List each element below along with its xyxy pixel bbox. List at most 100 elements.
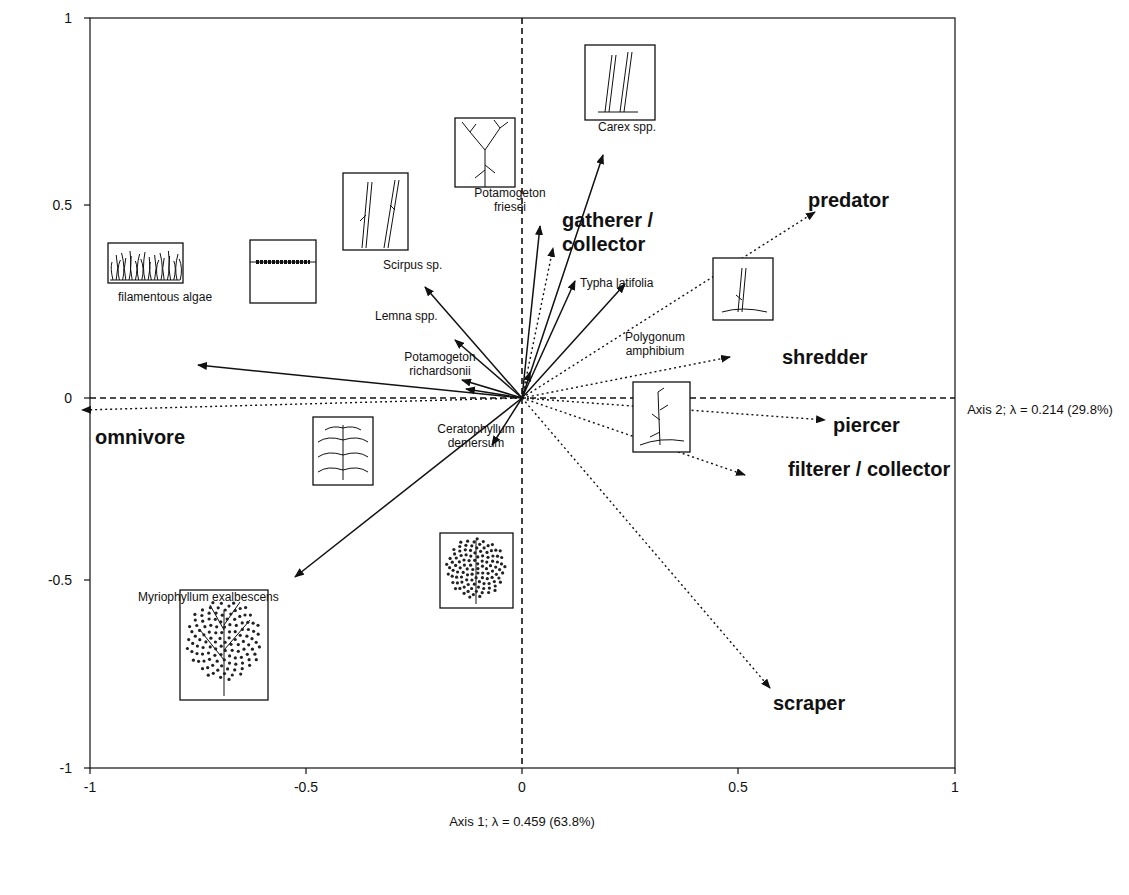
leaf-texture [234, 663, 237, 666]
leaf-texture [495, 573, 498, 576]
leaf-texture [219, 620, 222, 623]
leaf-texture [247, 628, 250, 631]
leaf-texture [224, 649, 227, 652]
leaf-texture [204, 640, 207, 643]
group-label: omnivore [95, 425, 185, 449]
leaf-texture [209, 637, 212, 640]
leaf-texture [465, 553, 468, 556]
leaf-texture [476, 555, 479, 558]
species-label: Potamogeton friesei [465, 186, 555, 215]
tick-label: 0.5 [728, 779, 747, 796]
species-label: Ceratophyllum demersum [426, 422, 526, 451]
leaf-texture [491, 576, 494, 579]
leaf-texture [246, 621, 249, 624]
leaf-texture [187, 638, 190, 641]
axis-title: Axis 2; λ = 0.214 (29.8%) [965, 402, 1115, 418]
leaf-texture [220, 645, 223, 648]
leaf-texture [228, 623, 231, 626]
leaf-texture [454, 587, 457, 590]
leaf-texture [241, 662, 244, 665]
leaf-texture [472, 593, 475, 596]
leaf-texture [476, 567, 479, 570]
group-label: gatherer / collector [562, 208, 677, 256]
leaf-texture [475, 590, 478, 593]
leaf-texture [473, 583, 476, 586]
leaf-texture [491, 554, 494, 557]
leaf-texture [190, 630, 193, 633]
tick-label: 0 [64, 390, 72, 407]
leaf-texture [250, 637, 253, 640]
leaf-texture [218, 637, 221, 640]
leaf-texture [497, 576, 500, 579]
leaf-texture [458, 560, 461, 563]
leaf-texture [241, 628, 244, 631]
leaf-texture [229, 612, 232, 615]
leaf-texture [496, 560, 499, 563]
leaf-texture [476, 537, 479, 540]
leaf-texture [485, 567, 488, 570]
leaf-texture [493, 589, 496, 592]
leaf-texture [487, 544, 490, 547]
leaf-texture [481, 565, 484, 568]
leaf-texture [212, 672, 215, 675]
leaf-texture [479, 550, 482, 553]
axis-title: Axis 1; λ = 0.459 (63.8%) [447, 814, 597, 830]
leaf-texture [491, 570, 494, 573]
leaf-texture [198, 638, 201, 641]
leaf-texture [459, 566, 462, 569]
leaf-texture [470, 578, 473, 581]
leaf-texture [481, 560, 484, 563]
leaf-texture [242, 648, 245, 651]
leaf-texture [194, 635, 197, 638]
leaf-texture [449, 557, 452, 560]
leaf-texture [258, 645, 261, 648]
leaf-texture [494, 566, 497, 569]
leaf-texture [463, 592, 466, 595]
leaf-texture [239, 607, 242, 610]
leaf-texture [499, 549, 502, 552]
leaf-texture [223, 626, 226, 629]
leaf-texture [214, 647, 217, 650]
leaf-texture [226, 618, 229, 621]
leaf-texture [208, 612, 211, 615]
leaf-texture [231, 649, 234, 652]
leaf-texture [229, 643, 232, 646]
leaf-texture [186, 647, 189, 650]
leaf-texture [228, 630, 231, 633]
leaf-texture [467, 590, 470, 593]
leaf-texture [238, 615, 241, 618]
leaf-texture [487, 591, 490, 594]
leaf-texture [473, 551, 476, 554]
leaf-texture [503, 565, 506, 568]
leaf-texture [226, 667, 229, 670]
leaf-texture [247, 643, 250, 646]
leaf-texture [460, 554, 463, 557]
leaf-texture [494, 584, 497, 587]
leaf-texture [239, 634, 242, 637]
leaf-texture [488, 582, 491, 585]
leaf-texture [248, 658, 251, 661]
leaf-texture [445, 563, 448, 566]
leaf-texture [253, 653, 256, 656]
leaf-texture [487, 572, 490, 575]
leaf-texture [213, 654, 216, 657]
leaf-texture [452, 569, 455, 572]
leaf-texture [470, 587, 473, 590]
leaf-texture [246, 653, 249, 656]
leaf-texture [223, 672, 226, 675]
leaf-texture [468, 559, 471, 562]
leaf-texture [201, 653, 204, 656]
leaf-texture [234, 609, 237, 612]
leaf-texture [200, 614, 203, 617]
leaf-texture [455, 576, 458, 579]
species-label: Polygonum amphibium [610, 330, 700, 359]
tick-label: -1 [84, 779, 96, 796]
leaf-texture [208, 658, 211, 661]
leaf-texture [206, 666, 209, 669]
leaf-texture [192, 659, 195, 662]
leaf-texture [234, 630, 237, 633]
leaf-texture [207, 674, 210, 677]
leaf-texture [215, 625, 218, 628]
leaf-texture [452, 548, 455, 551]
leaf-texture [478, 580, 481, 583]
